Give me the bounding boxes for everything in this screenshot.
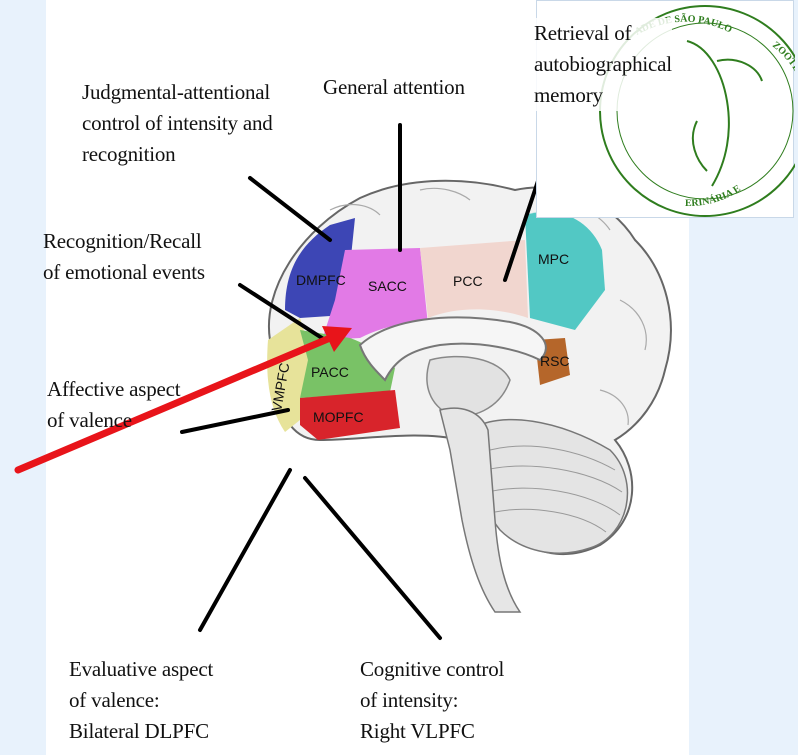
leader-cognitive	[305, 478, 440, 638]
region-label-mpc: MPC	[538, 251, 569, 267]
leader-evaluative	[200, 470, 290, 630]
label-evaluative: Evaluative aspect of valence: Bilateral …	[69, 654, 213, 747]
region-label-rsc: RSC	[540, 353, 570, 369]
bull-icon	[687, 41, 762, 186]
leader-affective	[182, 410, 288, 432]
seal-text-bottom: ERINÁRIA E	[685, 183, 743, 209]
label-judgmental: Judgmental-attentional control of intens…	[82, 77, 273, 170]
label-recognition-recall: Recognition/Recall of emotional events	[43, 226, 205, 288]
region-label-pcc: PCC	[453, 273, 483, 289]
label-retrieval: Retrieval of autobiographical memory	[534, 18, 672, 111]
label-affective: Affective aspect of valence	[47, 374, 180, 436]
region-label-mopfc: MOPFC	[313, 409, 364, 425]
region-label-sacc: SACC	[368, 278, 407, 294]
label-general-attention: General attention	[323, 72, 465, 103]
region-label-pacc: PACC	[311, 364, 349, 380]
region-label-dmpfc: DMPFC	[296, 272, 346, 288]
label-cognitive: Cognitive control of intensity: Right VL…	[360, 654, 504, 747]
leader-judgmental	[250, 178, 330, 240]
